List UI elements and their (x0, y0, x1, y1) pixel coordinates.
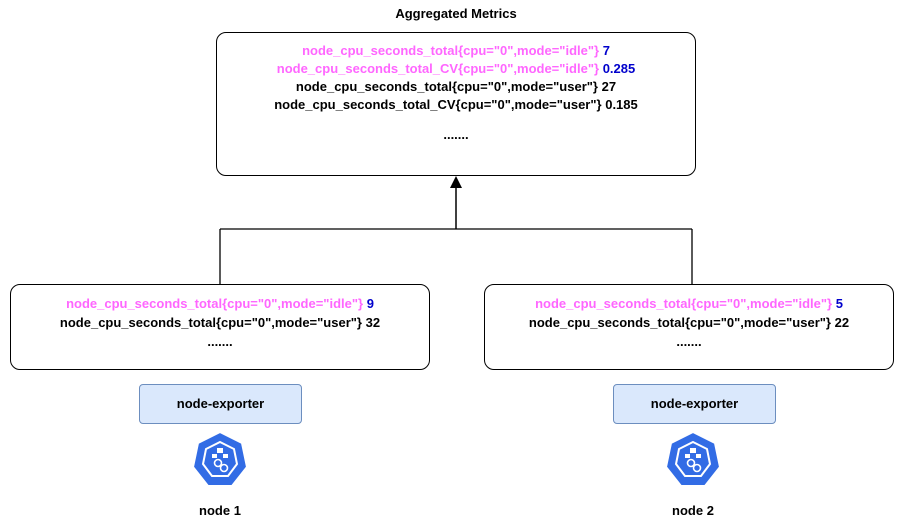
node2-metrics-box: node_cpu_seconds_total{cpu="0",mode="idl… (484, 284, 894, 370)
metric-value: 27 (601, 79, 617, 94)
metric-value: 0.185 (605, 97, 638, 112)
aggregated-title: Aggregated Metrics (395, 6, 517, 21)
node1-metrics-box: node_cpu_seconds_total{cpu="0",mode="idl… (10, 284, 430, 370)
metric-name: node_cpu_seconds_total{cpu="0",mode="use… (59, 315, 362, 330)
metric-value: 22 (834, 315, 850, 330)
node1-line: node_cpu_seconds_total{cpu="0",mode="use… (11, 313, 429, 332)
aggregated-ellipsis: ....... (443, 127, 469, 142)
metric-value: 32 (365, 315, 381, 330)
metric-value: 5 (835, 296, 843, 311)
kubernetes-node-icon (191, 430, 249, 487)
metric-name: node_cpu_seconds_total{cpu="0",mode="use… (295, 79, 598, 94)
node1-line: node_cpu_seconds_total{cpu="0",mode="idl… (11, 294, 429, 313)
node2-exporter: node-exporter (613, 384, 776, 424)
metric-value: 7 (602, 43, 610, 58)
metric-name: node_cpu_seconds_total{cpu="0",mode="idl… (302, 43, 600, 58)
metric-name: node_cpu_seconds_total{cpu="0",mode="idl… (535, 296, 833, 311)
node2-line: node_cpu_seconds_total{cpu="0",mode="use… (485, 313, 893, 332)
arrow-head (450, 176, 462, 188)
metric-value: 0.285 (602, 61, 636, 76)
aggregated-metrics-box: node_cpu_seconds_total{cpu="0",mode="idl… (216, 32, 696, 176)
aggregated-line: node_cpu_seconds_total_CV{cpu="0",mode="… (217, 96, 695, 114)
node2-line: node_cpu_seconds_total{cpu="0",mode="idl… (485, 294, 893, 313)
metric-value: 9 (366, 296, 374, 311)
kubernetes-node-icon (664, 430, 722, 487)
node1-exporter: node-exporter (139, 384, 302, 424)
node2-ellipsis: ....... (676, 334, 702, 349)
metric-name: node_cpu_seconds_total{cpu="0",mode="idl… (66, 296, 364, 311)
node1-label: node 1 (199, 503, 241, 518)
aggregated-line: node_cpu_seconds_total{cpu="0",mode="use… (217, 78, 695, 96)
metric-name: node_cpu_seconds_total{cpu="0",mode="use… (528, 315, 831, 330)
node2-label: node 2 (672, 503, 714, 518)
metric-name: node_cpu_seconds_total_CV{cpu="0",mode="… (274, 97, 602, 112)
aggregated-line: node_cpu_seconds_total_CV{cpu="0",mode="… (217, 60, 695, 78)
metric-name: node_cpu_seconds_total_CV{cpu="0",mode="… (276, 61, 600, 76)
aggregated-line: node_cpu_seconds_total{cpu="0",mode="idl… (217, 42, 695, 60)
node1-ellipsis: ....... (207, 334, 233, 349)
